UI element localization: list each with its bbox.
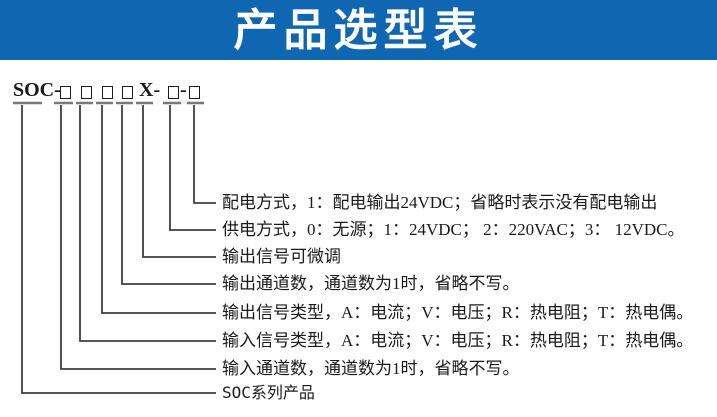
page-title: 产品选型表: [233, 6, 484, 55]
title-bar: 产品选型表: [0, 0, 717, 60]
label-output-trim: 输出信号可微调: [222, 247, 341, 266]
code-box-power-supply: [168, 86, 179, 99]
label-power-distribution: 配电方式，1：配电输出24VDC；省略时表示没有配电输出: [222, 193, 658, 212]
code-box-output-signal-type: [102, 86, 113, 99]
code-box-input-channels: [60, 86, 71, 99]
code-box-output-channels: [122, 86, 133, 99]
label-output-channels: 输出通道数，通道数为1时，省略不写。: [222, 274, 520, 293]
model-code-trim-mark: X-: [139, 79, 161, 101]
connector-output-trim: [142, 105, 216, 258]
connector-output-signal-type: [101, 105, 216, 314]
code-box-input-signal-type: [81, 86, 92, 99]
connector-series: [21, 105, 216, 394]
label-series: SOC系列产品: [222, 383, 315, 402]
label-power-supply: 供电方式，0：无源；1：24VDC； 2：220VAC；3： 12VDC。: [222, 220, 685, 239]
connector-power-supply: [169, 105, 216, 231]
connector-input-channels: [60, 105, 216, 370]
label-input-signal-type: 输入信号类型，A：电流；V：电压；R：热电阻；T：热电偶。: [222, 331, 694, 350]
model-code-prefix: SOC-: [13, 79, 61, 101]
connector-power-distribution: [193, 105, 216, 204]
code-box-power-distribution: [189, 86, 200, 99]
label-output-signal-type: 输出信号类型，A：电流；V：电压；R：热电阻；T：热电偶。: [222, 303, 694, 322]
connector-output-channels: [121, 105, 216, 285]
connector-input-signal-type: [79, 105, 216, 342]
label-input-channels: 输入通道数，通道数为1时，省略不写。: [222, 359, 520, 378]
model-code-dash: -: [180, 79, 187, 101]
